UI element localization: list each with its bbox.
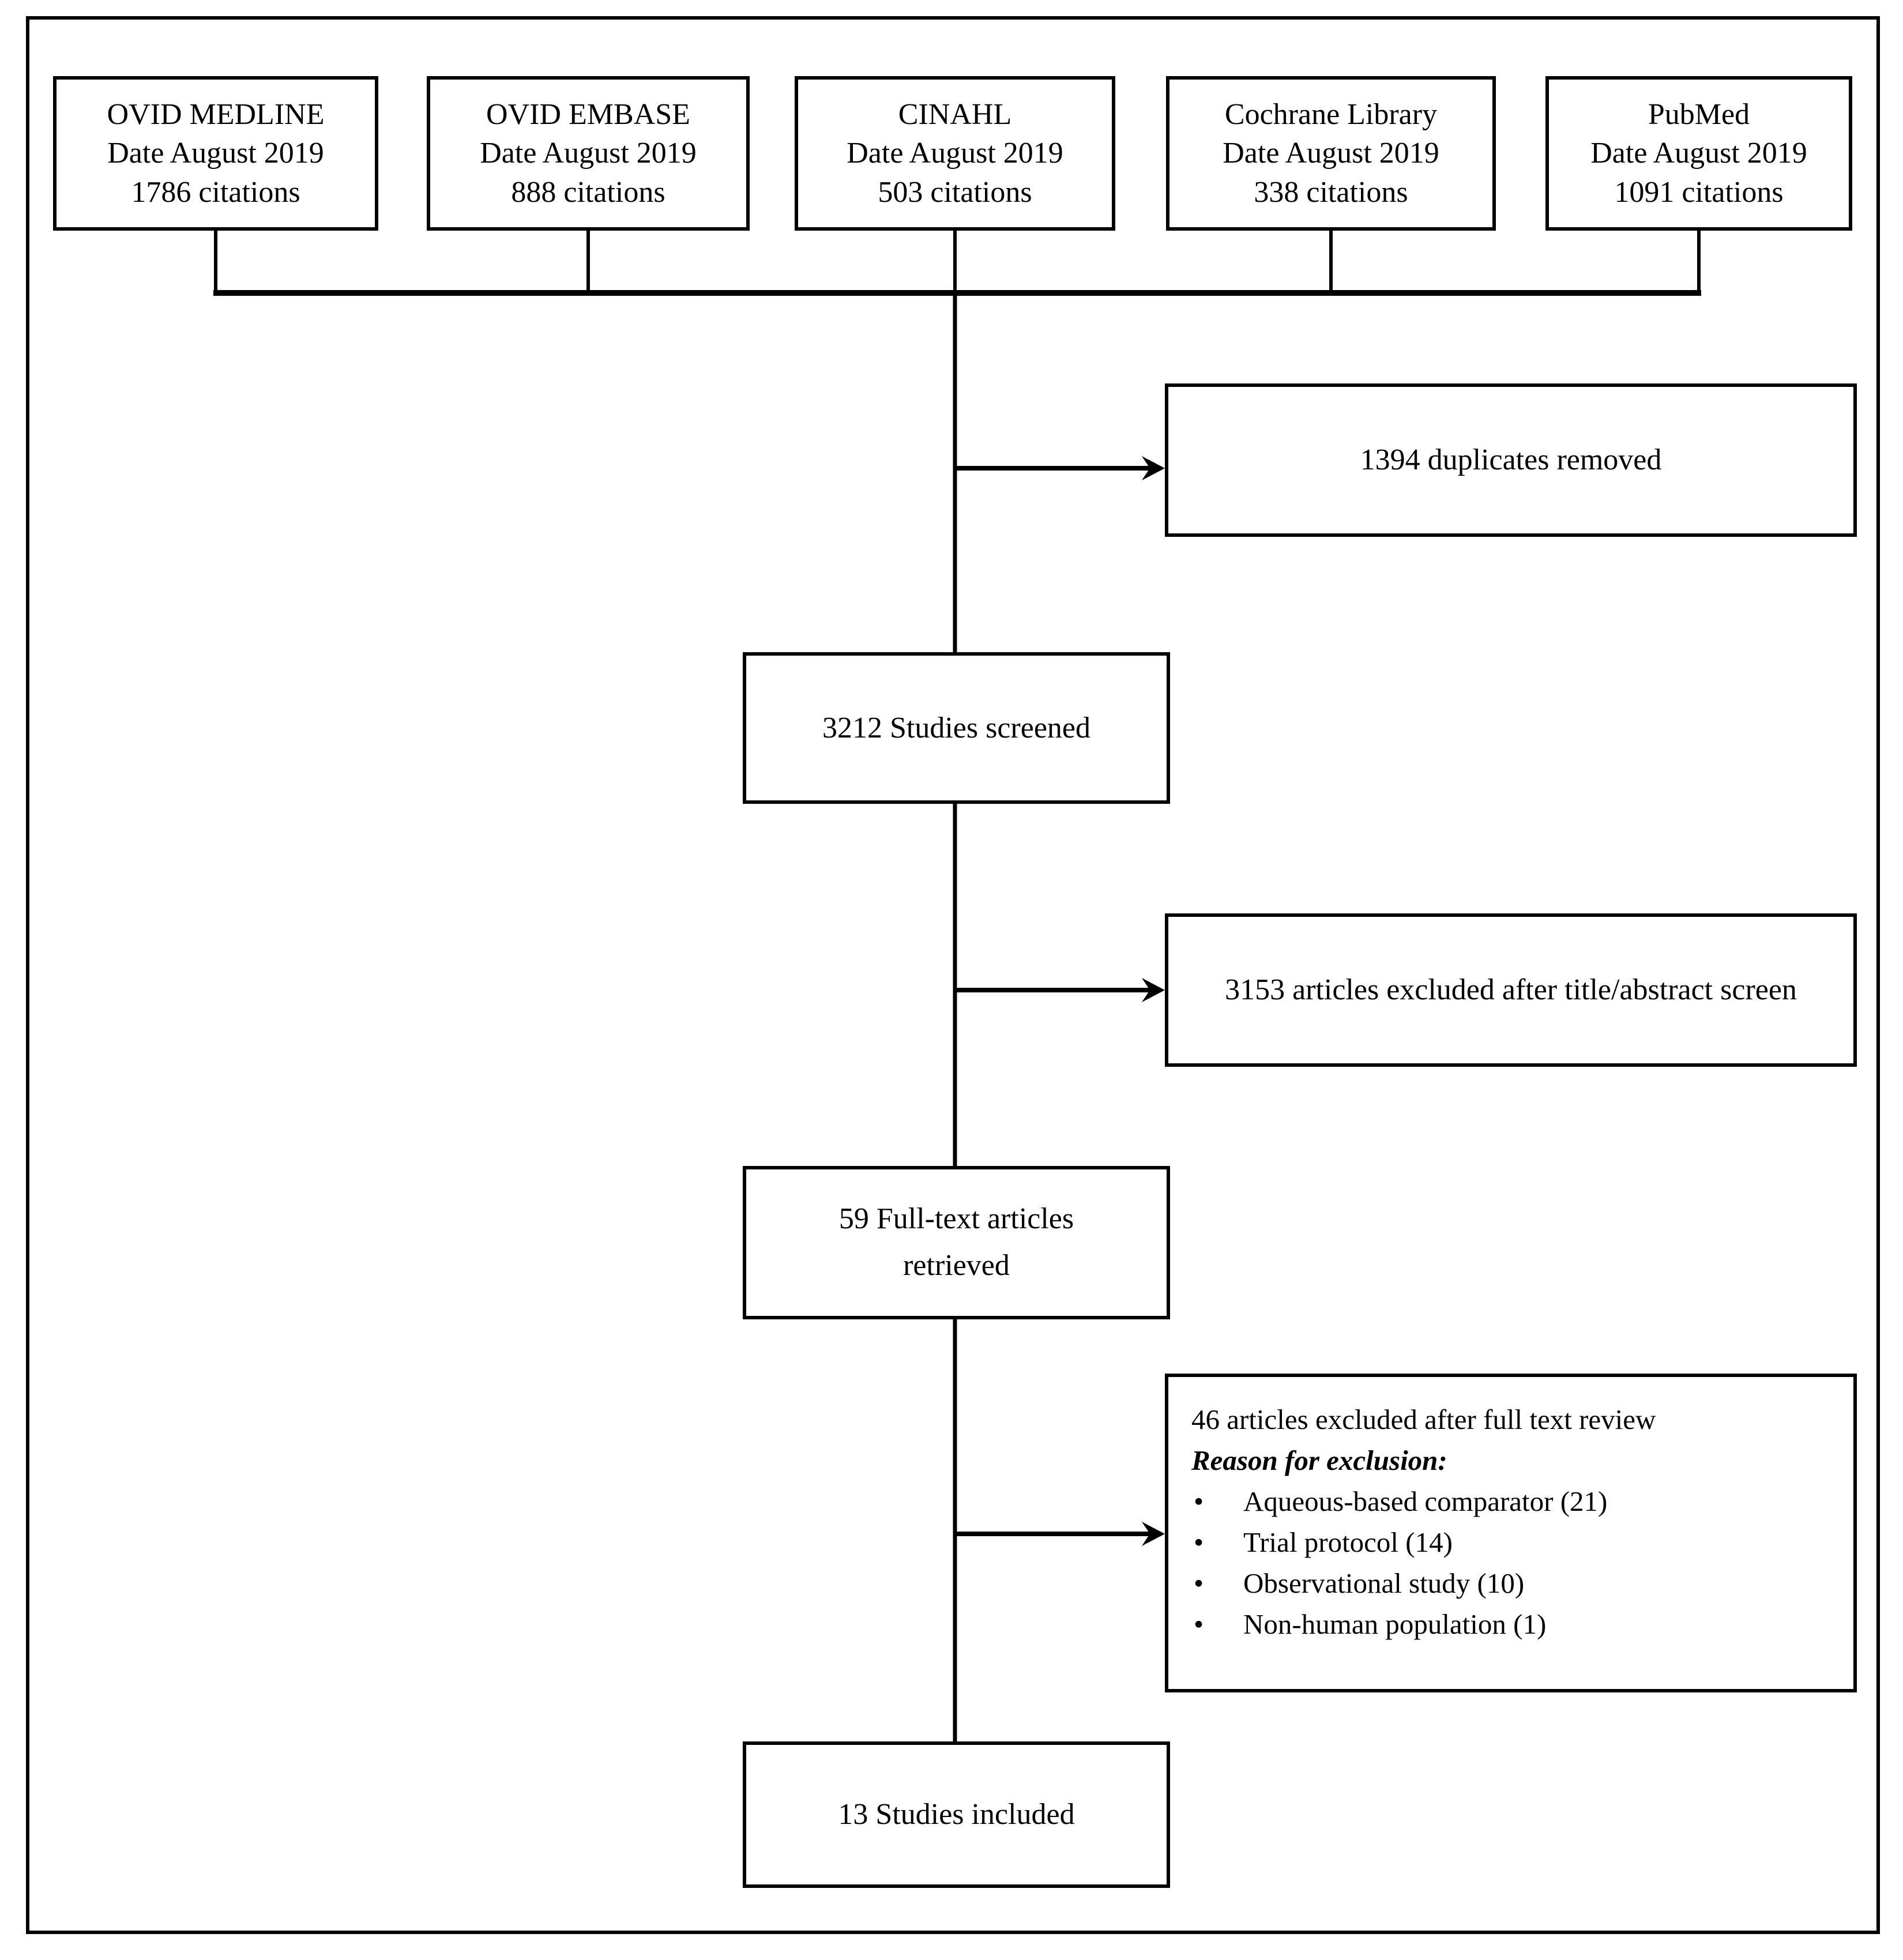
source-name: PubMed [1648, 97, 1750, 131]
source-name: OVID MEDLINE [107, 97, 325, 131]
full-text-retrieved-box: 59 Full-text articles retrieved [743, 1166, 1170, 1319]
source-citations: 338 citations [1254, 175, 1408, 209]
exclusion-reason-item: • Observational study (10) [1191, 1563, 1830, 1604]
source-date: Date August 2019 [480, 137, 697, 170]
full-text-excluded-box: 46 articles excluded after full text rev… [1165, 1374, 1857, 1692]
source-box-ovid-medline: OVID MEDLINE Date August 2019 1786 citat… [53, 76, 378, 231]
arrow-title-abstract-head [1142, 978, 1165, 1002]
arrow-duplicates-head [1142, 456, 1165, 480]
source-name: OVID EMBASE [486, 97, 690, 131]
studies-included-box: 13 Studies included [743, 1741, 1170, 1888]
exclusion-reason-text: Non-human population (1) [1243, 1608, 1547, 1641]
source-box-ovid-embase: OVID EMBASE Date August 2019 888 citatio… [427, 76, 750, 231]
bullet-icon: • [1194, 1608, 1204, 1641]
exclusion-reason-text: Observational study (10) [1243, 1567, 1525, 1600]
full-text-retrieved-label: 59 Full-text articles retrieved [838, 1202, 1074, 1282]
exclusion-reason-item: • Trial protocol (14) [1191, 1522, 1830, 1563]
arrow-full-text-head [1142, 1522, 1165, 1546]
duplicates-removed-box: 1394 duplicates removed [1165, 383, 1857, 537]
bullet-icon: • [1194, 1485, 1204, 1518]
exclusion-reason-list: • Aqueous-based comparator (21) • Trial … [1191, 1481, 1830, 1645]
title-abstract-excluded-label: 3153 articles excluded after title/abstr… [1225, 973, 1797, 1006]
title-abstract-excluded-box: 3153 articles excluded after title/abstr… [1165, 913, 1857, 1067]
source-citations: 503 citations [878, 175, 1032, 209]
source-name: CINAHL [898, 97, 1012, 131]
bullet-icon: • [1194, 1526, 1204, 1559]
source-date: Date August 2019 [1223, 137, 1439, 170]
exclusion-reason-item: • Aqueous-based comparator (21) [1191, 1481, 1830, 1522]
source-box-cinahl: CINAHL Date August 2019 503 citations [795, 76, 1115, 231]
source-name: Cochrane Library [1224, 97, 1438, 131]
bullet-icon: • [1194, 1567, 1204, 1600]
exclusion-reason-item: • Non-human population (1) [1191, 1604, 1830, 1645]
source-box-cochrane-library: Cochrane Library Date August 2019 338 ci… [1166, 76, 1496, 231]
studies-screened-box: 3212 Studies screened [743, 652, 1170, 804]
duplicates-removed-label: 1394 duplicates removed [1360, 443, 1662, 477]
exclusion-reason-label: Reason for exclusion: [1191, 1444, 1447, 1477]
source-citations: 1786 citations [131, 175, 300, 209]
source-date: Date August 2019 [847, 137, 1063, 170]
source-date: Date August 2019 [1590, 137, 1807, 170]
studies-included-label: 13 Studies included [838, 1798, 1075, 1831]
source-citations: 888 citations [511, 175, 665, 209]
source-box-pubmed: PubMed Date August 2019 1091 citations [1545, 76, 1852, 231]
studies-screened-label: 3212 Studies screened [822, 711, 1090, 744]
exclusion-reason-text: Aqueous-based comparator (21) [1243, 1485, 1608, 1518]
full-text-excluded-heading: 46 articles excluded after full text rev… [1191, 1404, 1656, 1435]
exclusion-reason-text: Trial protocol (14) [1243, 1526, 1453, 1559]
source-citations: 1091 citations [1614, 175, 1784, 209]
source-date: Date August 2019 [107, 137, 324, 170]
